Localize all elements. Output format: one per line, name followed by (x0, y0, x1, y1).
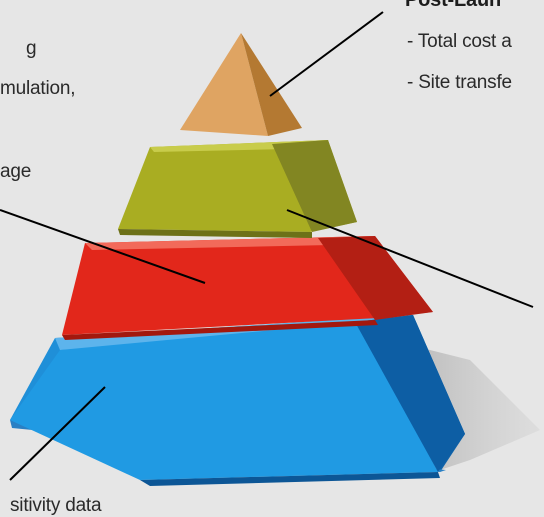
connector-line-third (0, 209, 206, 284)
pyramid-tier-top (180, 33, 302, 136)
right-heading: Post-Laun (405, 0, 501, 11)
left-text-line-3: age (0, 161, 32, 182)
right-text-line-1: - Total cost a (407, 31, 512, 52)
pyramid-tier-base (10, 315, 465, 486)
connector-line-base (9, 386, 106, 481)
pyramid-tier-second (118, 140, 357, 238)
left-text-line-1: g (26, 38, 37, 59)
right-text-line-2: - Site transfe (407, 72, 512, 93)
connector-line-second (286, 209, 534, 308)
pyramid-tier-third (62, 236, 433, 340)
bottom-text: sitivity data (10, 495, 102, 516)
left-text-line-2: mulation, (0, 78, 76, 99)
connector-line-top (269, 11, 384, 97)
